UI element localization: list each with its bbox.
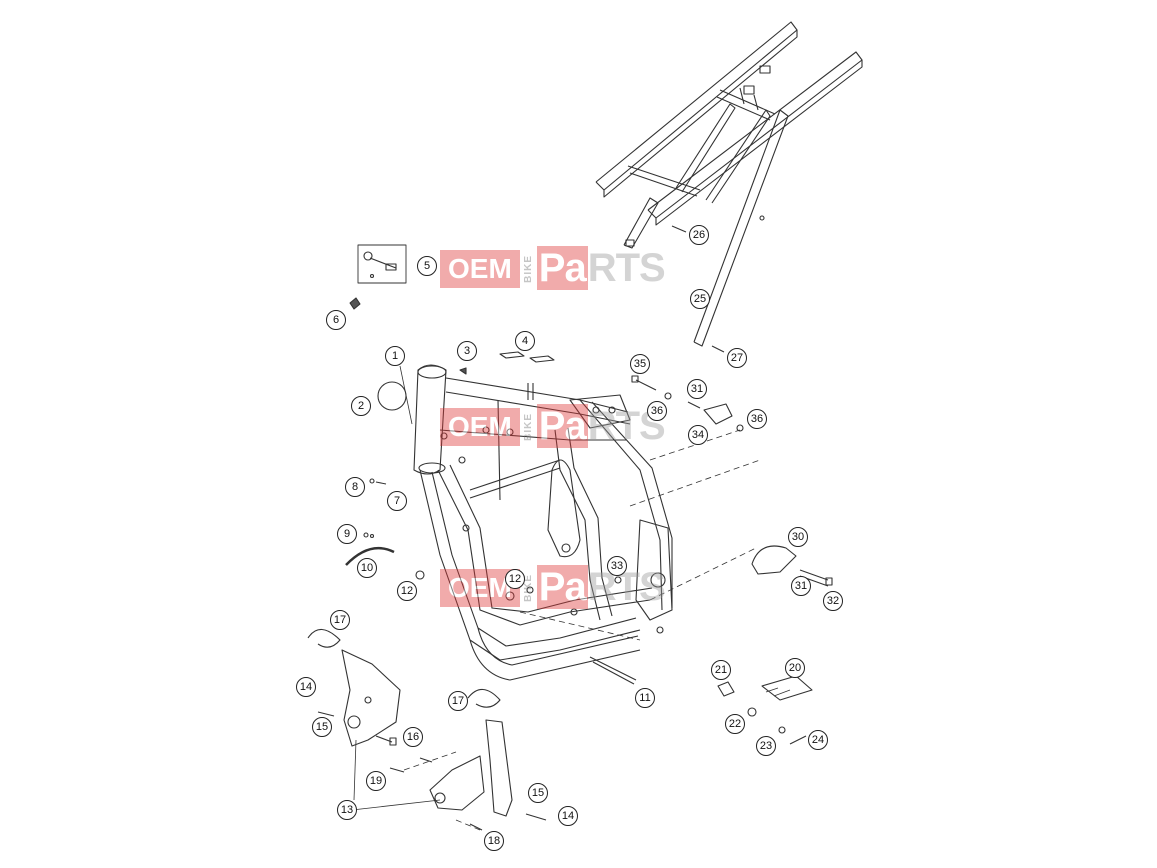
callout-17-right[interactable]: 17 [448, 691, 468, 711]
callout-20[interactable]: 20 [785, 658, 805, 678]
callout-18[interactable]: 18 [484, 831, 504, 851]
callout-5[interactable]: 5 [417, 256, 437, 276]
callout-15-left[interactable]: 15 [312, 717, 332, 737]
callout-26[interactable]: 26 [689, 225, 709, 245]
callout-12-right[interactable]: 12 [505, 569, 525, 589]
assembly-guides [403, 429, 761, 831]
callout-10[interactable]: 10 [357, 558, 377, 578]
callout-24[interactable]: 24 [808, 730, 828, 750]
callout-31-top[interactable]: 31 [687, 379, 707, 399]
callout-33[interactable]: 33 [607, 556, 627, 576]
callout-30[interactable]: 30 [788, 527, 808, 547]
hardware-parts [307, 225, 833, 831]
callout-31-bottom[interactable]: 31 [791, 576, 811, 596]
callout-9[interactable]: 9 [337, 524, 357, 544]
callout-15-right[interactable]: 15 [528, 783, 548, 803]
callout-3[interactable]: 3 [457, 341, 477, 361]
callout-8[interactable]: 8 [345, 477, 365, 497]
callout-14-right[interactable]: 14 [558, 806, 578, 826]
callout-35[interactable]: 35 [630, 354, 650, 374]
item-6-part [349, 297, 361, 310]
callout-17-left[interactable]: 17 [330, 610, 350, 630]
callout-6[interactable]: 6 [326, 310, 346, 330]
subframe [595, 21, 863, 347]
callout-14-left[interactable]: 14 [296, 677, 316, 697]
callout-2[interactable]: 2 [351, 396, 371, 416]
main-frame [413, 364, 673, 685]
callout-32[interactable]: 32 [823, 591, 843, 611]
callout-34[interactable]: 34 [688, 425, 708, 445]
callout-23[interactable]: 23 [756, 736, 776, 756]
callout-13[interactable]: 13 [337, 800, 357, 820]
callout-25[interactable]: 25 [690, 289, 710, 309]
item-5-assembly [357, 244, 407, 284]
callout-21[interactable]: 21 [711, 660, 731, 680]
callout-12-left[interactable]: 12 [397, 581, 417, 601]
callout-16[interactable]: 16 [403, 727, 423, 747]
callout-36-right[interactable]: 36 [747, 409, 767, 429]
callout-7[interactable]: 7 [387, 491, 407, 511]
callout-11[interactable]: 11 [635, 688, 655, 708]
callout-22[interactable]: 22 [725, 714, 745, 734]
callout-36-left[interactable]: 36 [647, 401, 667, 421]
callout-19[interactable]: 19 [366, 771, 386, 791]
callout-27[interactable]: 27 [727, 348, 747, 368]
callout-4[interactable]: 4 [515, 331, 535, 351]
callout-1[interactable]: 1 [385, 346, 405, 366]
